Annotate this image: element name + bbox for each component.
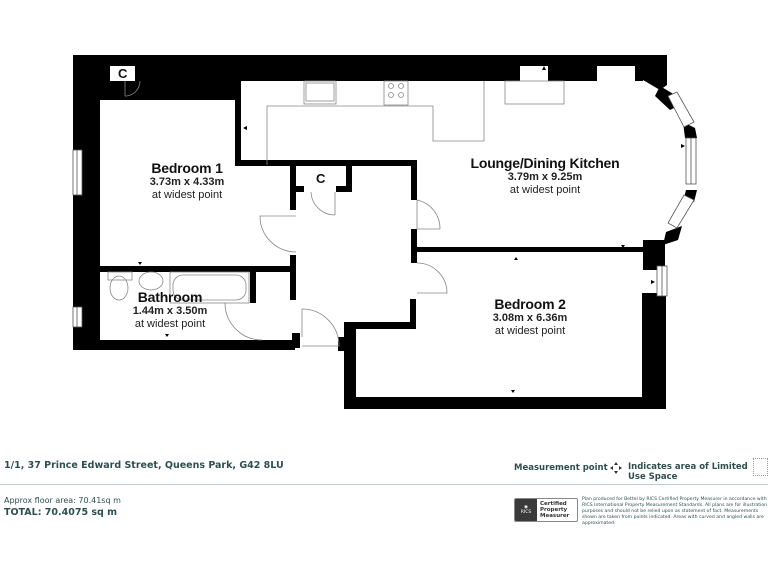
door-entrance xyxy=(301,308,340,347)
toilet-cistern-icon xyxy=(107,271,133,281)
room-dimensions: 3.08m x 6.36m xyxy=(492,312,568,325)
windows xyxy=(72,91,697,328)
room-label-bedroom1: Bedroom 1 3.73m x 4.33m at widest point xyxy=(122,160,252,201)
room-name: Lounge/Dining Kitchen xyxy=(470,155,620,171)
total-floor-area: TOTAL: 70.4075 sq m xyxy=(4,507,118,518)
bathroom-fixtures xyxy=(107,271,250,304)
cupboard-notch xyxy=(110,66,135,81)
room-name: Bedroom 2 xyxy=(494,296,566,312)
room-label-bathroom: Bathroom 1.44m x 3.50m at widest point xyxy=(110,289,230,330)
legend-measurement-label: Measurement point xyxy=(514,463,608,473)
footer-divider xyxy=(0,484,768,485)
property-address: 1/1, 37 Prince Edward Street, Queens Par… xyxy=(4,460,284,471)
door-bedroom2 xyxy=(416,262,448,294)
approx-floor-area: Approx floor area: 70.41sq m xyxy=(4,496,121,505)
door-bedroom1 xyxy=(259,215,297,253)
sink-icon xyxy=(303,80,337,105)
door-bathroom xyxy=(224,302,263,341)
window-bedroom1 xyxy=(72,149,83,196)
room-dimensions: 3.73m x 4.33m xyxy=(149,176,225,189)
room-note: at widest point xyxy=(494,324,566,337)
window-bathroom xyxy=(72,306,83,328)
doors xyxy=(124,80,448,347)
room-note: at widest point xyxy=(134,317,206,330)
room-label-bedroom2: Bedroom 2 3.08m x 6.36m at widest point xyxy=(465,296,595,337)
rics-logo: ◉ RICS xyxy=(515,499,537,521)
rics-logo-text: RICS xyxy=(520,510,532,515)
rics-line3: Measurer xyxy=(540,513,570,519)
room-name: Bedroom 1 xyxy=(151,160,223,176)
rics-line2: Property xyxy=(540,507,568,513)
measurement-points xyxy=(85,66,685,393)
room-label-lounge-kitchen: Lounge/Dining Kitchen 3.79m x 9.25m at w… xyxy=(455,155,635,196)
rics-badge-text: Certified Property Measurer xyxy=(537,499,572,521)
walls xyxy=(73,55,697,409)
window-bay-bottom xyxy=(667,194,695,229)
toilet-icon xyxy=(109,275,129,301)
door-kitchen xyxy=(416,199,441,230)
hob-icon xyxy=(383,80,409,106)
cupboard-label-bedroom1: C xyxy=(118,66,128,81)
room-dimensions: 3.79m x 9.25m xyxy=(507,171,583,184)
kitchen-fixtures xyxy=(266,80,565,165)
room-dimensions: 1.44m x 3.50m xyxy=(132,305,208,318)
legend-measurement-point: Measurement point xyxy=(514,462,622,474)
rics-line1: Certified xyxy=(540,501,567,507)
room-note: at widest point xyxy=(151,188,223,201)
rics-badge: ◉ RICS Certified Property Measurer xyxy=(514,498,578,522)
disclaimer-text: Plan produced for Bettel by RICS Certifi… xyxy=(582,497,768,526)
cupboard-label-hall: C xyxy=(316,171,326,186)
door-cupboard2 xyxy=(310,191,336,216)
rics-logo-icon: ◉ xyxy=(524,505,528,510)
bath-icon xyxy=(169,271,250,304)
four-way-arrow-icon xyxy=(609,462,622,474)
room-note: at widest point xyxy=(509,183,581,196)
door-cupboard1 xyxy=(124,80,141,97)
room-name: Bathroom xyxy=(137,289,203,305)
basin-icon xyxy=(138,271,164,291)
window-bay-top xyxy=(667,91,695,128)
limited-use-swatch xyxy=(753,458,768,476)
floor-plan xyxy=(72,55,697,409)
legend-limited-use-space: Indicates area of Limited Use Space xyxy=(628,462,748,482)
